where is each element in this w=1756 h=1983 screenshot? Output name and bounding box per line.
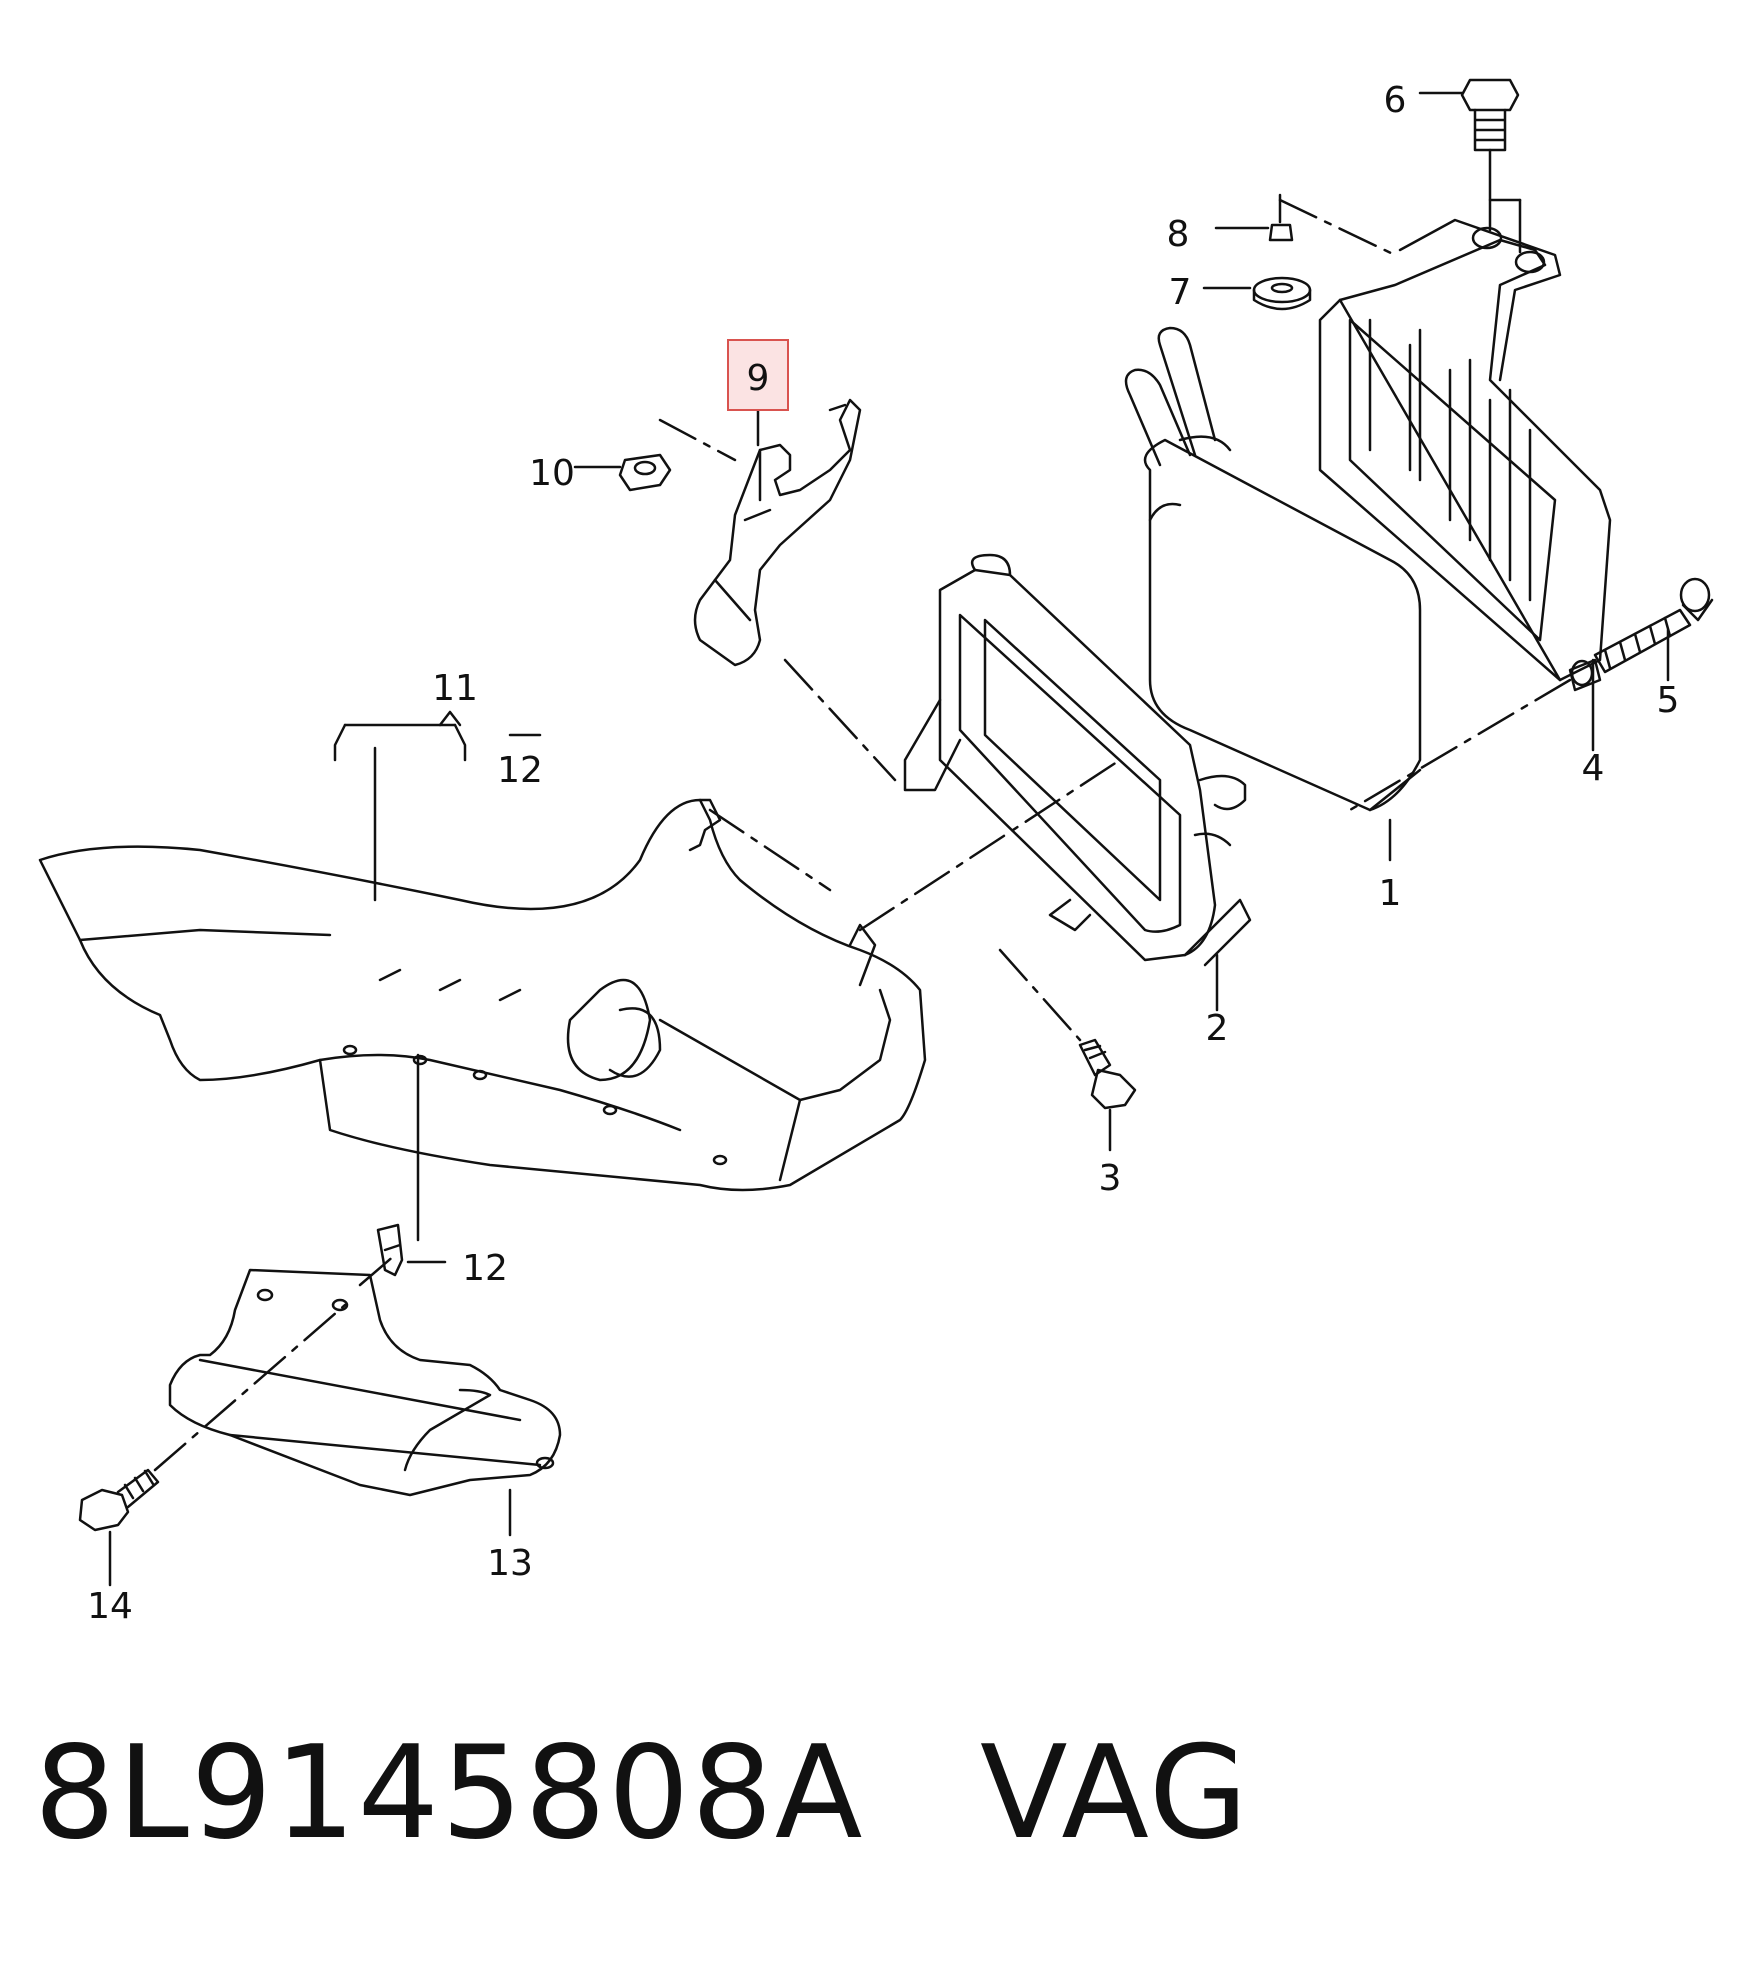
callout-4[interactable]: 4 [1582, 748, 1605, 789]
leader-lines [108, 91, 1670, 1587]
part-7-grommet [1252, 276, 1312, 311]
part-11-cover [38, 798, 927, 1192]
callout-6[interactable]: 6 [1384, 80, 1407, 121]
callout-2[interactable]: 2 [1206, 1008, 1229, 1049]
part-13-shield [168, 1268, 562, 1497]
highlight-box [727, 339, 789, 411]
part-10-nut [618, 453, 672, 492]
callout-3[interactable]: 3 [1099, 1158, 1122, 1199]
assembly-lines [153, 198, 1572, 1472]
callout-13[interactable]: 13 [487, 1543, 533, 1584]
callout-5[interactable]: 5 [1657, 680, 1680, 721]
part-3-bolt [1078, 1038, 1137, 1110]
callout-12-top[interactable]: 12 [497, 750, 543, 791]
part-4-spacer [1568, 658, 1602, 692]
brand-name: VAG [980, 1719, 1250, 1868]
callout-14[interactable]: 14 [87, 1586, 133, 1627]
callout-10[interactable]: 10 [529, 453, 575, 494]
part-5-bolt [1593, 577, 1714, 674]
callout-12-clip[interactable]: 12 [462, 1248, 508, 1289]
callout-1[interactable]: 1 [1379, 873, 1402, 914]
callout-8[interactable]: 8 [1167, 214, 1190, 255]
part-number: 8L9145808A [34, 1719, 865, 1868]
part-2-frame [903, 553, 1252, 967]
mount-bracket-top [1398, 218, 1562, 382]
callout-11[interactable]: 11 [432, 668, 478, 709]
part-1-heat-exchanger [1124, 238, 1612, 812]
part-8-clip [1268, 223, 1294, 242]
callout-7[interactable]: 7 [1169, 272, 1192, 313]
callout-9[interactable]: 9 [747, 358, 770, 399]
part-14-bolt [78, 1468, 160, 1532]
part-6-bolt [1460, 78, 1520, 152]
part-9-bracket [693, 398, 862, 667]
